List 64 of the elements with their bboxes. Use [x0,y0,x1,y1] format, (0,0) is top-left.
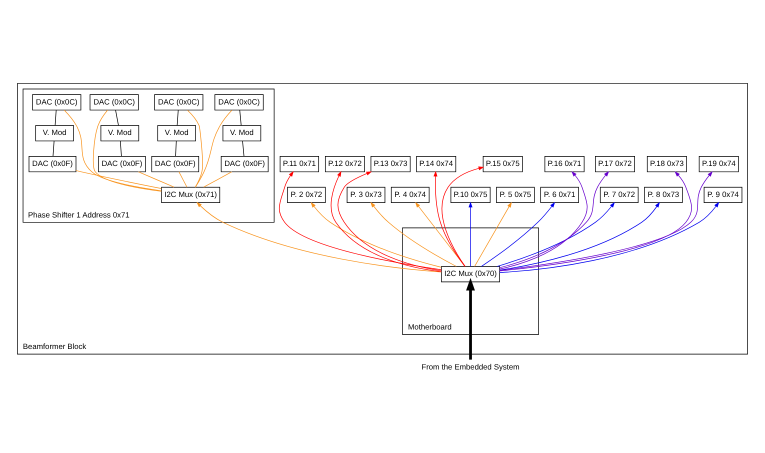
node-box: DAC (0x0F) [28,156,76,172]
node-box: DAC (0x0F) [151,156,200,172]
connector [52,140,54,157]
arrow [474,202,512,267]
node-box: P. 6 0x71 [540,186,579,203]
connector [54,110,57,126]
connector [92,110,162,192]
connector [203,172,232,188]
connector [76,170,162,189]
arrow [370,202,457,267]
node-box: P.12 0x72 [324,156,365,172]
node-box: P.13 0x73 [370,156,411,172]
node-box: V. Mod [157,125,196,142]
node-box: DAC (0x0C) [214,94,264,110]
arrow [468,202,472,267]
node-box: P. 3 0x73 [346,186,386,203]
node-box: I2C Mux (0x70) [441,266,500,282]
connector [138,172,174,188]
connector [242,140,244,157]
connector [115,110,119,126]
node-text: From the Embedded System [422,362,520,372]
connector [120,140,122,157]
node-box: P. 5 0x75 [496,186,535,203]
node-box: V. Mod [100,125,140,142]
arrow [466,278,475,360]
node-box: P.19 0x74 [698,156,739,172]
arrow [442,166,484,267]
node-box: DAC (0x0C) [32,94,82,110]
arrow [499,202,720,273]
connector [187,110,203,188]
node-box: P. 2 0x72 [287,186,326,203]
node-box: P.17 0x72 [595,156,635,172]
node-box: P.10 0x75 [450,186,491,203]
connector [175,140,177,157]
connector [195,110,232,188]
node-box: P. 4 0x74 [390,186,430,203]
node-box: V. Mod [222,125,262,142]
arrow [196,202,442,272]
node-box: I2C Mux (0x71) [161,186,220,203]
node-box: P.16 0x71 [544,156,584,172]
node-box: DAC (0x0C) [90,94,139,110]
arrow [278,171,442,270]
connector [64,110,162,192]
arrow [496,202,615,267]
node-box: P.14 0x74 [416,156,456,172]
node-box: DAC (0x0F) [98,156,146,172]
connector [176,110,179,126]
node-box: P. 8 0x73 [644,186,683,203]
arrow [434,170,466,267]
arrow [499,171,610,268]
node-box: P.11 0x71 [280,156,320,172]
node-box: P. 9 0x74 [704,186,742,203]
connector [178,172,188,188]
node-box: DAC (0x0F) [220,156,269,172]
arrow [499,171,588,270]
node-box: DAC (0x0C) [154,94,204,110]
node-box: V. Mod [35,125,74,142]
arrow [310,202,442,268]
node-box: P. 7 0x72 [600,186,638,203]
arrow [481,202,556,267]
connector [239,110,242,126]
node-box: P.15 0x75 [482,156,523,172]
node-box: P.18 0x73 [646,156,687,172]
arrow [499,202,660,270]
